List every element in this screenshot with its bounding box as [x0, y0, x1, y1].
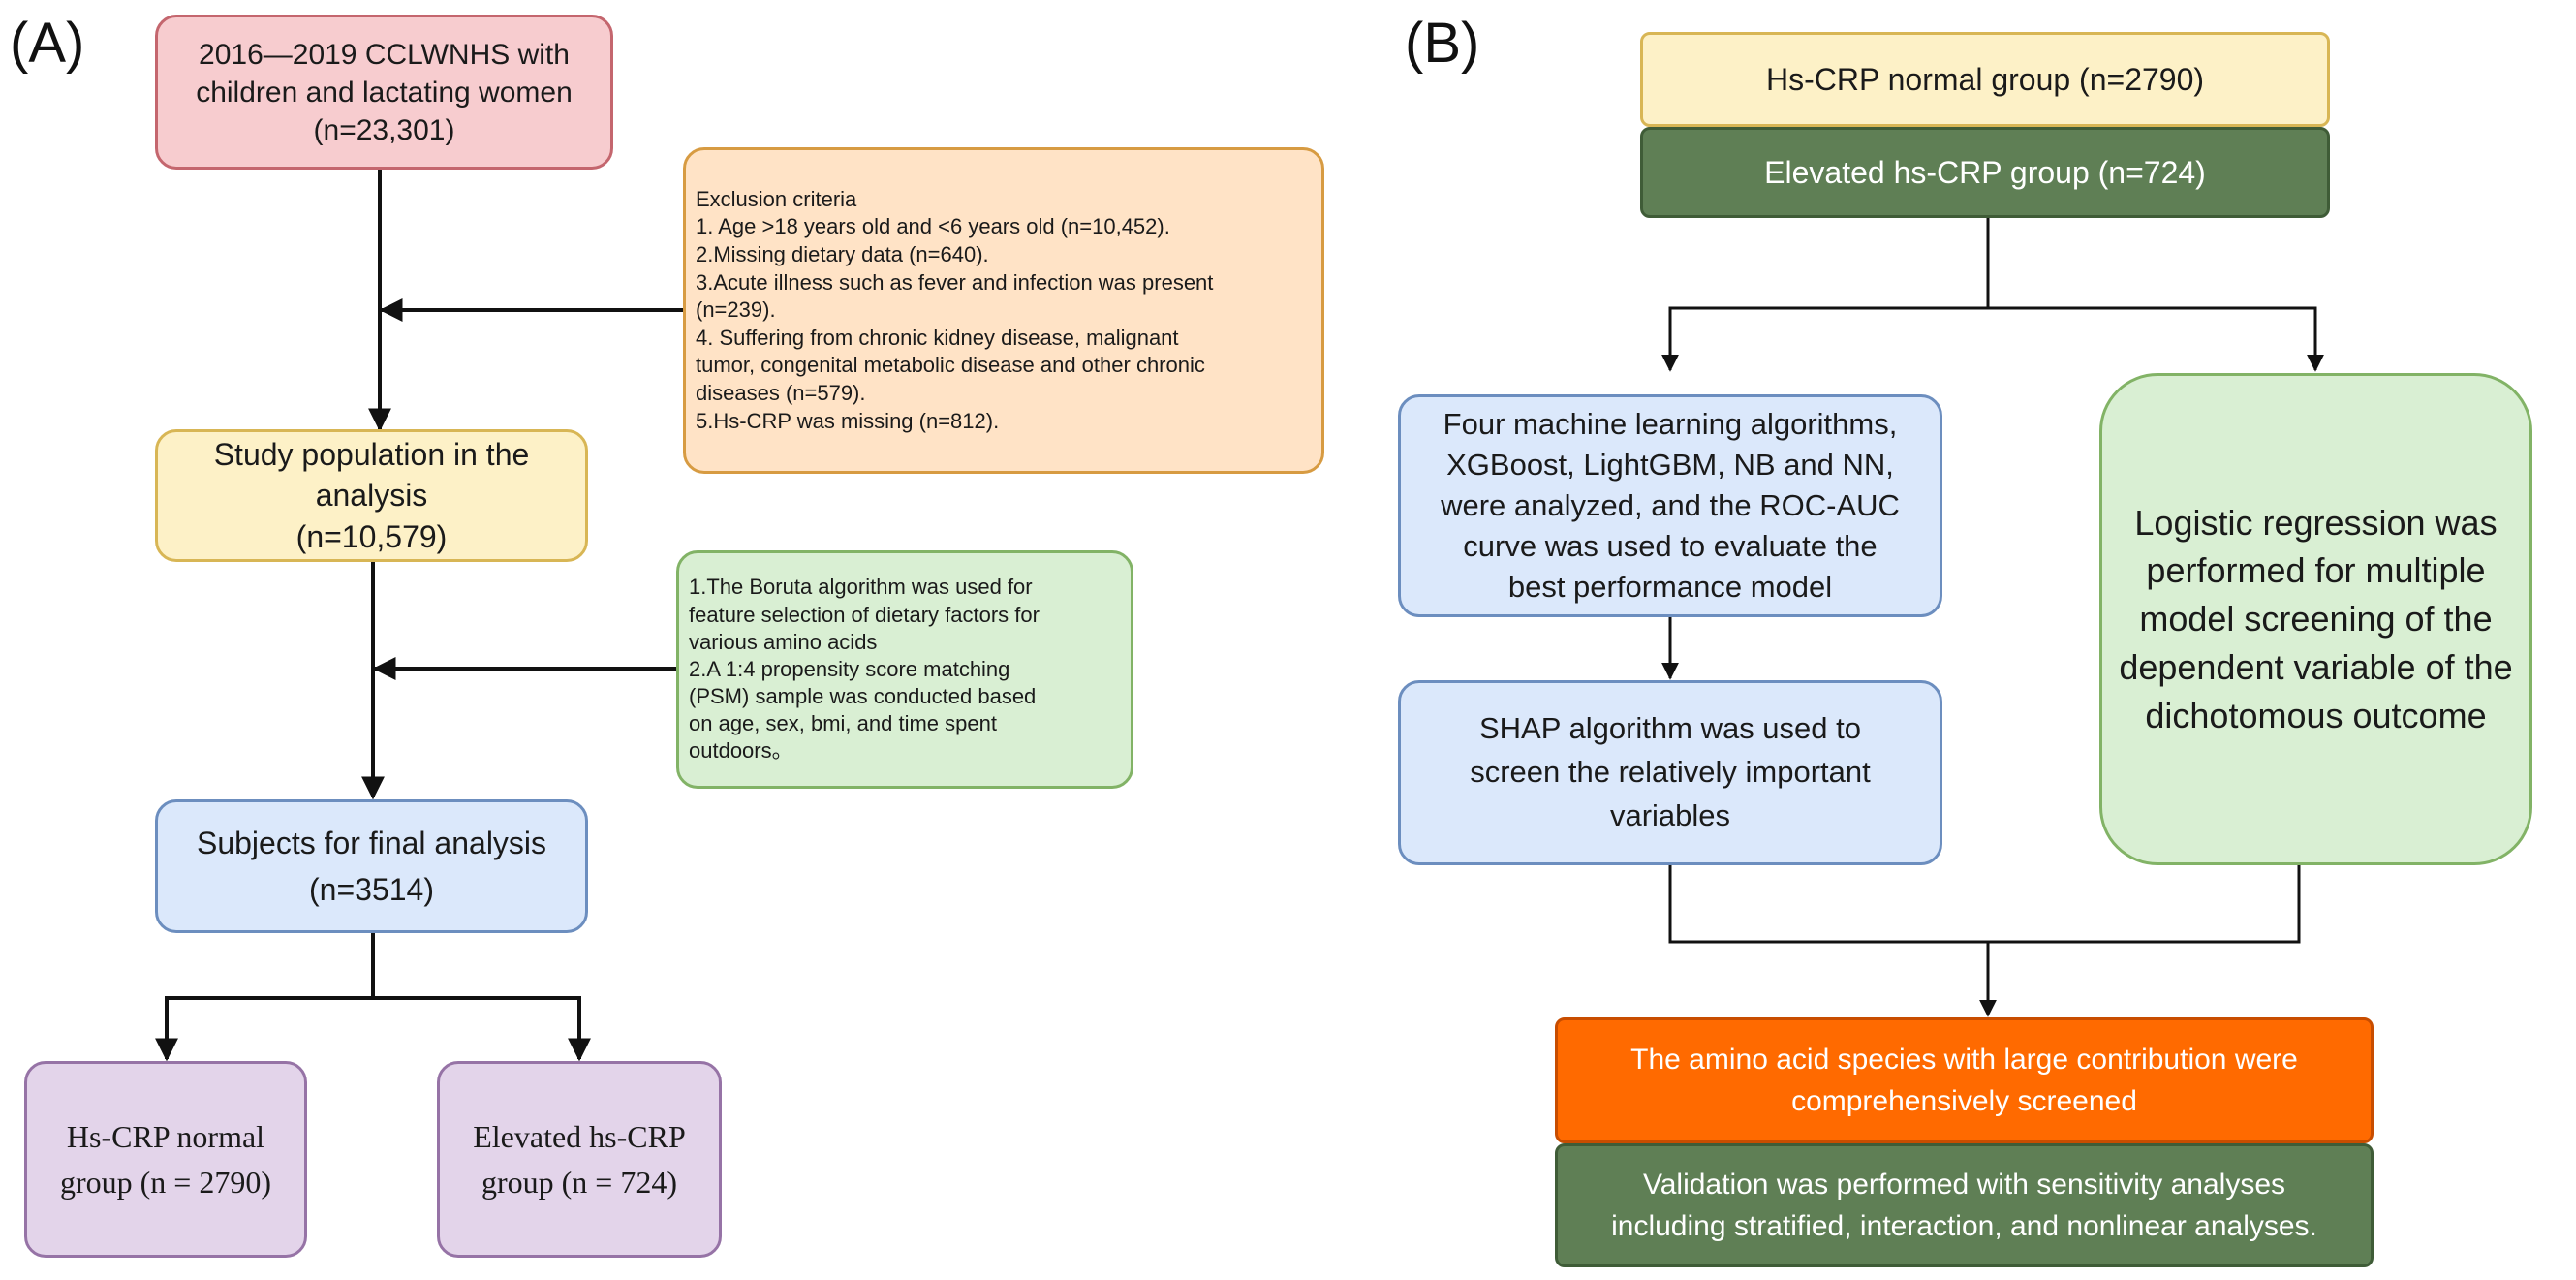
logistic-regression-box: Logistic regression was performed for mu… [2099, 373, 2532, 865]
connector-final-to-elevated [373, 996, 591, 1062]
validation-text: Validation was performed with sensitivit… [1611, 1168, 2317, 1243]
final-analysis-box: Subjects for final analysis (n=3514) [155, 799, 588, 933]
feature-selection-box: 1.The Boruta algorithm was used for feat… [676, 550, 1133, 789]
connector-shap-down [1668, 865, 1988, 944]
panel-b-connectors [1661, 218, 2324, 1017]
shap-box: SHAP algorithm was used to screen the re… [1398, 680, 1942, 865]
panel-a-connectors [155, 170, 683, 1062]
study-population-box: Study population in the analysis (n=10,5… [155, 429, 588, 562]
panel-a-label: (A) [10, 12, 85, 75]
panel-a-normal-group-box: Hs-CRP normal group (n = 2790) [24, 1061, 307, 1258]
shap-text: SHAP algorithm was used to screen the re… [1470, 711, 1871, 832]
ml-algorithms-box: Four machine learning algorithms, XGBoos… [1398, 394, 1942, 617]
panel-a-elevated-group-text: Elevated hs-CRP group (n = 724) [473, 1119, 686, 1200]
connector-logistic-down [1988, 865, 2301, 944]
connector-elevated-to-ml [1661, 218, 1990, 372]
panel-b-elevated-group-box: Elevated hs-CRP group (n=724) [1640, 127, 2330, 218]
amino-acid-screening-text: The amino acid species with large contri… [1630, 1043, 2298, 1118]
panel-b-label: (B) [1405, 12, 1480, 75]
source-population-box: 2016—2019 CCLWNHS with children and lact… [155, 15, 613, 170]
logistic-regression-text: Logistic regression was performed for mu… [2119, 502, 2513, 735]
panel-a-normal-group-text: Hs-CRP normal group (n = 2790) [59, 1119, 271, 1200]
connector-final-split [155, 933, 375, 1062]
panel-b-normal-group-box: Hs-CRP normal group (n=2790) [1640, 32, 2330, 127]
validation-box: Validation was performed with sensitivit… [1555, 1143, 2374, 1267]
exclusion-criteria-text: Exclusion criteria 1. Age >18 years old … [696, 186, 1214, 433]
exclusion-criteria-box: Exclusion criteria 1. Age >18 years old … [683, 147, 1324, 474]
feature-selection-text: 1.The Boruta algorithm was used for feat… [689, 575, 1040, 764]
panel-b-normal-group-text: Hs-CRP normal group (n=2790) [1765, 61, 2205, 97]
source-population-text: 2016—2019 CCLWNHS with children and lact… [196, 38, 573, 146]
connector-elevated-to-logistic [1988, 306, 2324, 372]
final-analysis-text: Subjects for final analysis (n=3514) [196, 826, 547, 907]
ml-algorithms-text: Four machine learning algorithms, XGBoos… [1441, 406, 1900, 605]
panel-b-elevated-group-text: Elevated hs-CRP group (n=724) [1764, 154, 2206, 190]
panel-a-elevated-group-box: Elevated hs-CRP group (n = 724) [437, 1061, 722, 1258]
study-population-text: Study population in the analysis (n=10,5… [213, 437, 530, 554]
amino-acid-screening-box: The amino acid species with large contri… [1555, 1017, 2374, 1143]
